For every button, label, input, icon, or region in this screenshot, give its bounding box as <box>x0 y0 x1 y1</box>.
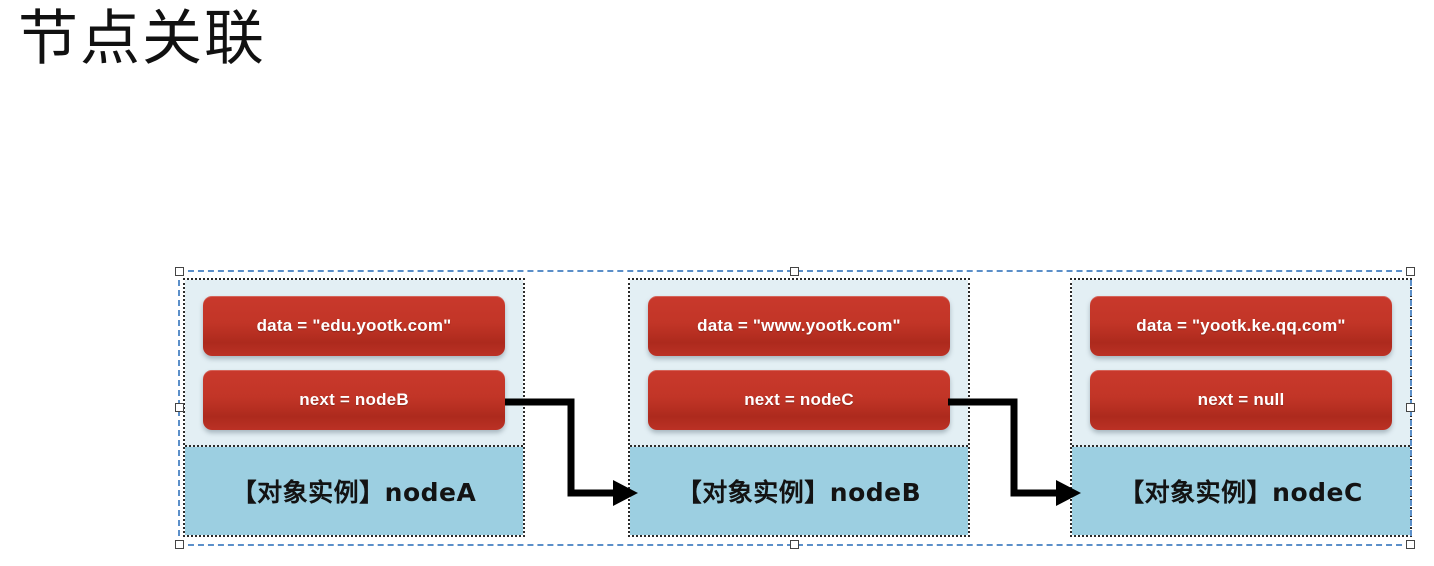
list-node-b[interactable]: data = "www.yootk.com" next = nodeC 【对象实… <box>628 278 970 537</box>
node-c-next-field[interactable]: next = null <box>1090 369 1392 430</box>
list-node-c[interactable]: data = "yootk.ke.qq.com" next = null 【对象… <box>1070 278 1412 537</box>
resize-handle-top-left[interactable] <box>175 267 184 276</box>
resize-handle-bottom-left[interactable] <box>175 540 184 549</box>
resize-handle-bottom-right[interactable] <box>1406 540 1415 549</box>
node-a-fields: data = "edu.yootk.com" next = nodeB <box>185 280 523 447</box>
node-b-label: 【对象实例】nodeB <box>630 447 968 535</box>
node-a-label: 【对象实例】nodeA <box>185 447 523 535</box>
resize-handle-bottom-center[interactable] <box>790 540 799 549</box>
list-node-a[interactable]: data = "edu.yootk.com" next = nodeB 【对象实… <box>183 278 525 537</box>
node-b-next-field[interactable]: next = nodeC <box>648 369 950 430</box>
node-a-next-field[interactable]: next = nodeB <box>203 369 505 430</box>
node-b-data-field[interactable]: data = "www.yootk.com" <box>648 295 950 356</box>
page-title: 节点关联 <box>18 4 266 74</box>
node-a-data-field[interactable]: data = "edu.yootk.com" <box>203 295 505 356</box>
resize-handle-top-center[interactable] <box>790 267 799 276</box>
resize-handle-top-right[interactable] <box>1406 267 1415 276</box>
node-b-fields: data = "www.yootk.com" next = nodeC <box>630 280 968 447</box>
node-c-fields: data = "yootk.ke.qq.com" next = null <box>1072 280 1410 447</box>
node-c-label: 【对象实例】nodeC <box>1072 447 1410 535</box>
node-c-data-field[interactable]: data = "yootk.ke.qq.com" <box>1090 295 1392 356</box>
connector-arrow-a-to-b[interactable] <box>505 388 640 518</box>
